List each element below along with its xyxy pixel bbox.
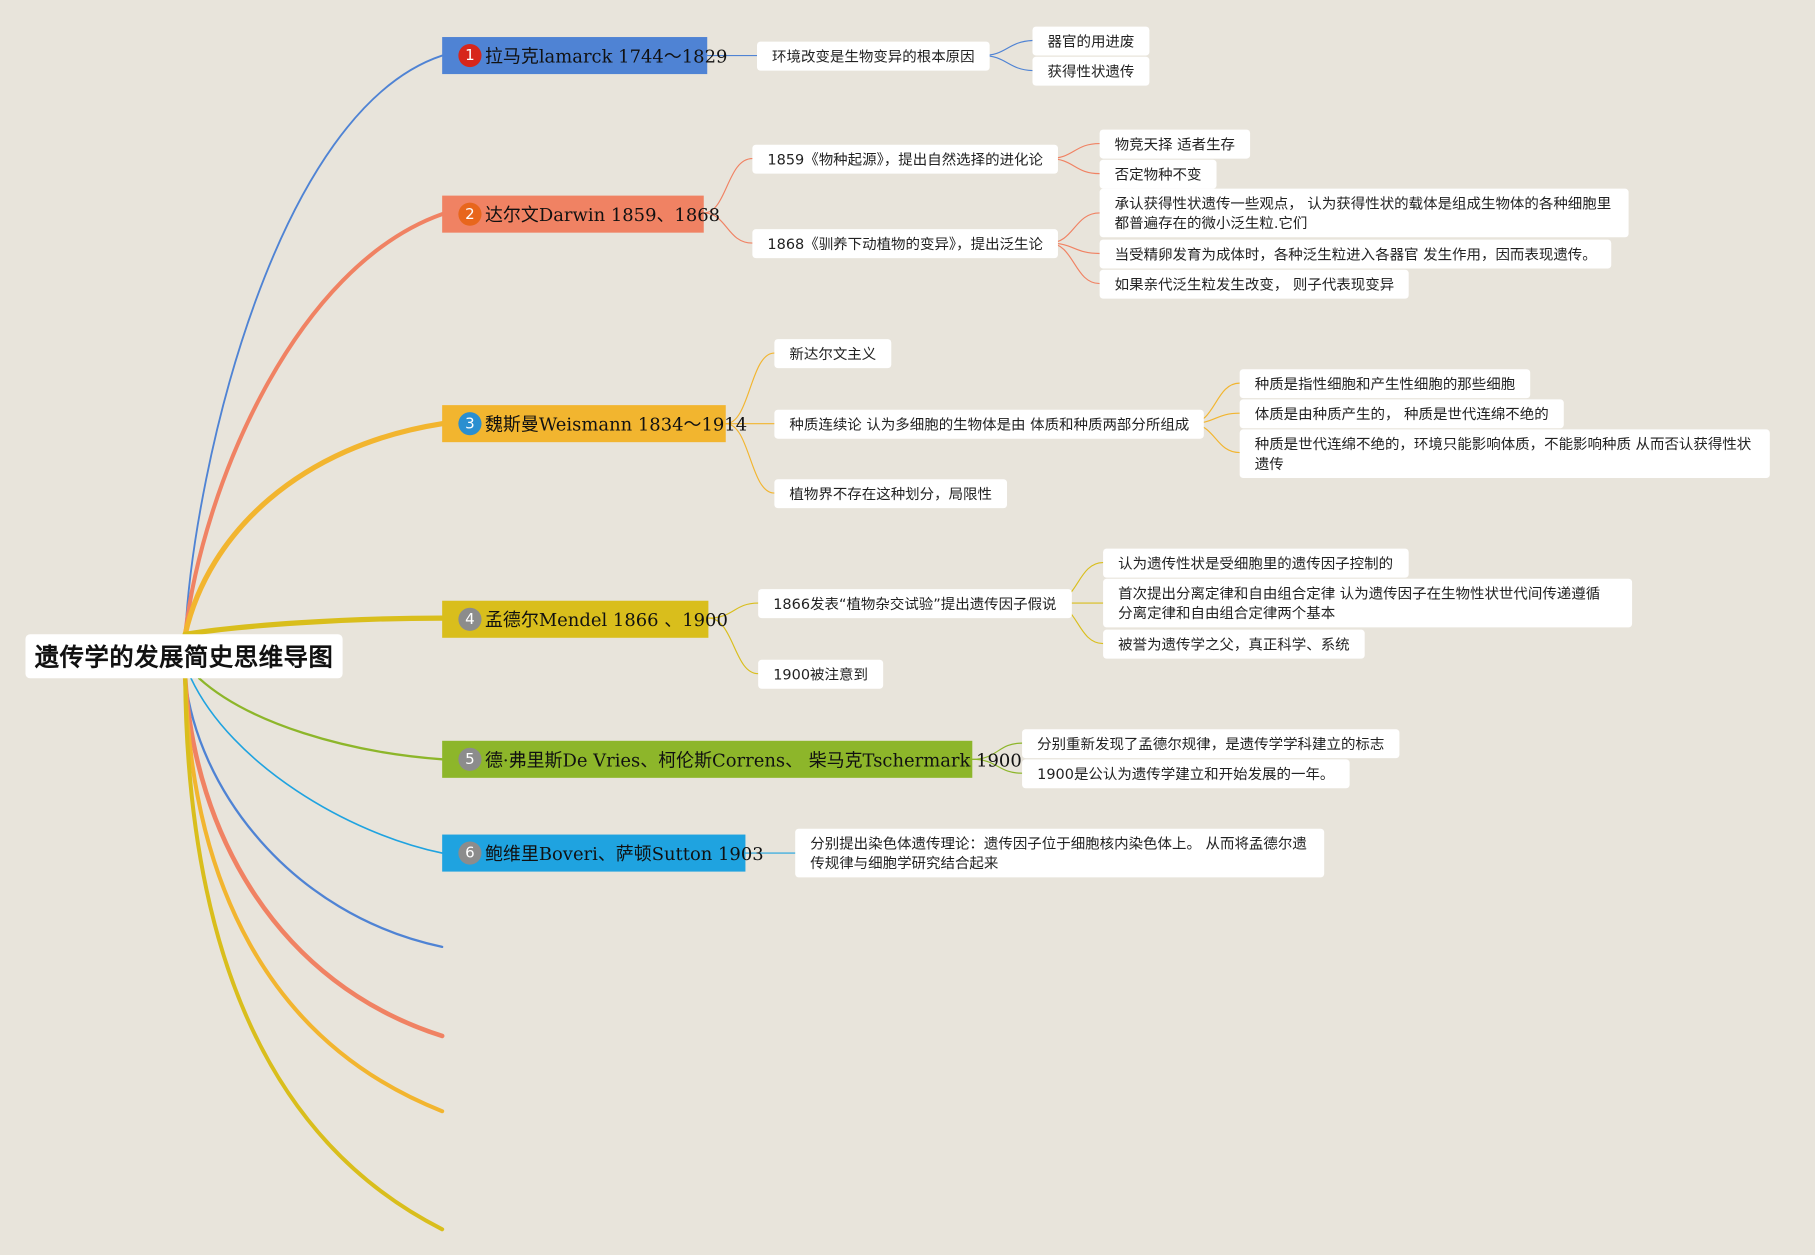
connector-b2-s2 <box>703 212 753 244</box>
connector-empty-branch-2 <box>182 675 445 1039</box>
connector-root-branch-6 <box>190 677 443 854</box>
connector-b5-s1 <box>971 742 1023 760</box>
branch-3-detail-1[interactable]: 种质是指性细胞和产生性细胞的那些细胞 <box>1239 369 1531 399</box>
number-badge-1-icon: 1 <box>458 43 482 68</box>
branch-4-label: 孟德尔Mendel 1866 、1900 <box>484 610 728 631</box>
root-topic-label: 遗传学的发展简史思维导图 <box>34 643 334 672</box>
connector-b3-s1 <box>725 352 775 425</box>
connector-root-branch-2 <box>183 212 445 637</box>
branch-3-subtopic-3[interactable]: 植物界不存在这种划分，局限性 <box>774 479 1008 509</box>
connector-empty-branch-3 <box>183 676 445 1114</box>
number-badge-2-icon: 2 <box>458 202 482 226</box>
branch-3-subtopic-1[interactable]: 新达尔文主义 <box>774 339 892 369</box>
branch-5-topic[interactable]: 5 德·弗里斯De Vries、柯伦斯Correns、 柴马克Tschermar… <box>442 740 1022 778</box>
branch-4-subtopic-1[interactable]: 1866发表“植物杂交试验”提出遗传因子假说 <box>758 589 1072 619</box>
connector-b3-s3 <box>725 423 775 494</box>
branch-5-label: 德·弗里斯De Vries、柯伦斯Correns、 柴马克Tschermark … <box>484 750 1022 771</box>
branch-5-subtopic-2[interactable]: 1900是公认为遗传学建立和开始发展的一年。 <box>1022 759 1350 789</box>
branch-2-subtopic-2[interactable]: 1868《驯养下动植物的变异》，提出泛生论 <box>752 229 1059 259</box>
connector-empty-branch-1 <box>184 677 444 948</box>
connector-root-branch-1 <box>184 54 444 636</box>
connector-root-branch-4 <box>182 615 445 637</box>
branch-4-detail-3[interactable]: 被誉为遗传学之父，真正科学、系统 <box>1103 629 1365 659</box>
number-badge-5-icon: 5 <box>458 747 482 771</box>
branch-1-detail-1[interactable]: 器官的用进废 <box>1032 26 1150 56</box>
branch-1-subtopic-1[interactable]: 环境改变是生物变异的根本原因 <box>757 41 990 71</box>
connector-b2-s1 <box>703 157 753 214</box>
connector-empty-branch-4 <box>183 676 445 1232</box>
branch-3-detail-2[interactable]: 体质是由种质产生的， 种质是世代连绵不绝的 <box>1239 399 1564 429</box>
branch-2-detail-5[interactable]: 如果亲代泛生粒发生改变， 则子代表现变异 <box>1099 269 1410 299</box>
branch-2-detail-1[interactable]: 物竞天择 适者生存 <box>1099 129 1251 159</box>
connector-root-branch-3 <box>182 421 445 637</box>
branch-3-topic[interactable]: 3 魏斯曼Weismann 1834～1914 <box>442 405 747 443</box>
branch-6-label: 鲍维里Boveri、萨顿Sutton 1903 <box>484 843 764 865</box>
branch-2-subtopic-1[interactable]: 1859《物种起源》，提出自然选择的进化论 <box>752 144 1059 174</box>
branch-4-topic[interactable]: 4 孟德尔Mendel 1866 、1900 <box>442 600 728 638</box>
branch-4-detail-1[interactable]: 认为遗传性状是受细胞里的遗传因子控制的 <box>1103 548 1409 578</box>
branch-6-subtopic-1[interactable]: 分别提出染色体遗传理论：遗传因子位于细胞核内染色体上。 从而将孟德尔遗传规律与细… <box>795 828 1325 878</box>
branch-2-detail-3[interactable]: 承认获得性状遗传一些观点， 认为获得性状的载体是组成生物体的各种细胞里 都普遍存… <box>1099 188 1629 238</box>
branch-2-detail-4[interactable]: 当受精卵发育为成体时，各种泛生粒进入各器官 发生作用，因而表现遗传。 <box>1099 239 1612 269</box>
connector-b4-s2 <box>707 617 759 675</box>
connector-b4-s1 <box>707 602 759 619</box>
number-badge-4-icon: 4 <box>458 607 482 631</box>
branch-3-subtopic-2[interactable]: 种质连续论 认为多细胞的生物体是由 体质和种质两部分所组成 <box>774 409 1205 439</box>
branch-4-subtopic-2[interactable]: 1900被注意到 <box>758 659 883 689</box>
branch-1-detail-2[interactable]: 获得性状遗传 <box>1032 56 1150 86</box>
branch-1-topic[interactable]: 1 拉马克lamarck 1744～1829 <box>442 37 727 75</box>
branch-1-label: 拉马克lamarck 1744～1829 <box>484 46 728 68</box>
branch-2-label: 达尔文Darwin 1859、1868 <box>484 204 721 226</box>
number-badge-6-icon: 6 <box>458 841 482 865</box>
connector-b5-s2 <box>971 758 1023 774</box>
number-badge-3-icon: 3 <box>458 412 482 436</box>
root-topic[interactable]: 遗传学的发展简史思维导图 <box>25 634 343 679</box>
branch-2-topic[interactable]: 2 达尔文Darwin 1859、1868 <box>442 195 720 233</box>
branch-3-detail-3[interactable]: 种质是世代连绵不绝的，环境只能影响体质，不能影响种质 从而否认获得性状遗传 <box>1239 429 1770 479</box>
branch-5-subtopic-1[interactable]: 分别重新发现了孟德尔规律，是遗传学学科建立的标志 <box>1022 729 1400 759</box>
branch-3-label: 魏斯曼Weismann 1834～1914 <box>484 414 748 436</box>
branch-2-detail-2[interactable]: 否定物种不变 <box>1099 159 1217 189</box>
branch-4-detail-2[interactable]: 首次提出分离定律和自由组合定律 认为遗传因子在生物性状世代间传递遵循 分离定律和… <box>1103 578 1633 628</box>
connector-root-branch-5 <box>197 677 444 761</box>
branch-6-topic[interactable]: 6 鲍维里Boveri、萨顿Sutton 1903 <box>442 834 764 872</box>
